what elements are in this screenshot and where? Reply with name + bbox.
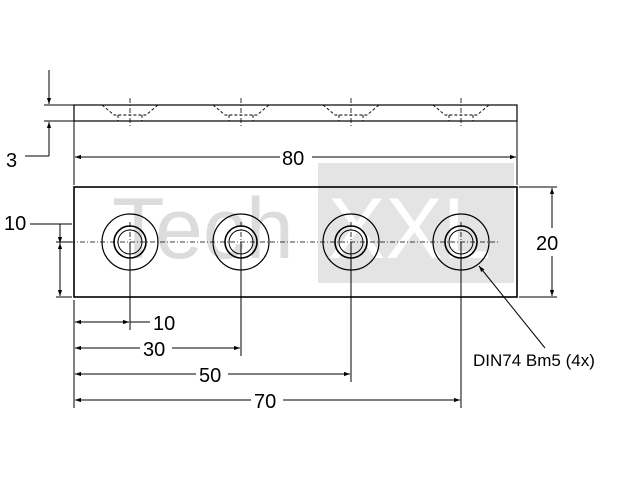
dimension-width: 20 [519,186,558,298]
watermark-logo: Tech XXL [112,163,514,283]
dimension-hole-positions: 10 30 50 70 [73,242,462,413]
dimension-length-label: 80 [282,148,304,170]
dimension-length: 80 [73,120,518,185]
dimension-edge-offset-label: 10 [4,213,26,235]
dimension-edge-offset: 10 [4,213,72,298]
dimension-thickness-label: 3 [6,150,17,172]
hole-spec-label: DIN74 Bm5 (4x) [473,351,595,370]
side-countersink-4 [432,98,490,126]
side-view-outline [73,104,518,122]
side-countersink-2 [212,98,270,126]
dimension-hole-2-label: 30 [143,339,165,361]
side-countersink-3 [322,98,380,126]
watermark-text-left: Tech [112,181,294,277]
dimension-hole-1-label: 10 [153,313,175,335]
side-view-countersinks [101,98,490,126]
watermark-text-right: XXL [328,181,491,277]
dimension-hole-3-label: 50 [199,365,221,387]
dimension-thickness: 3 [6,70,74,172]
side-countersink-1 [101,98,159,126]
side-view [73,98,518,126]
dimension-width-label: 20 [536,233,558,255]
dimension-hole-4-label: 70 [254,391,276,413]
hole-spec-callout: DIN74 Bm5 (4x) [473,265,595,370]
